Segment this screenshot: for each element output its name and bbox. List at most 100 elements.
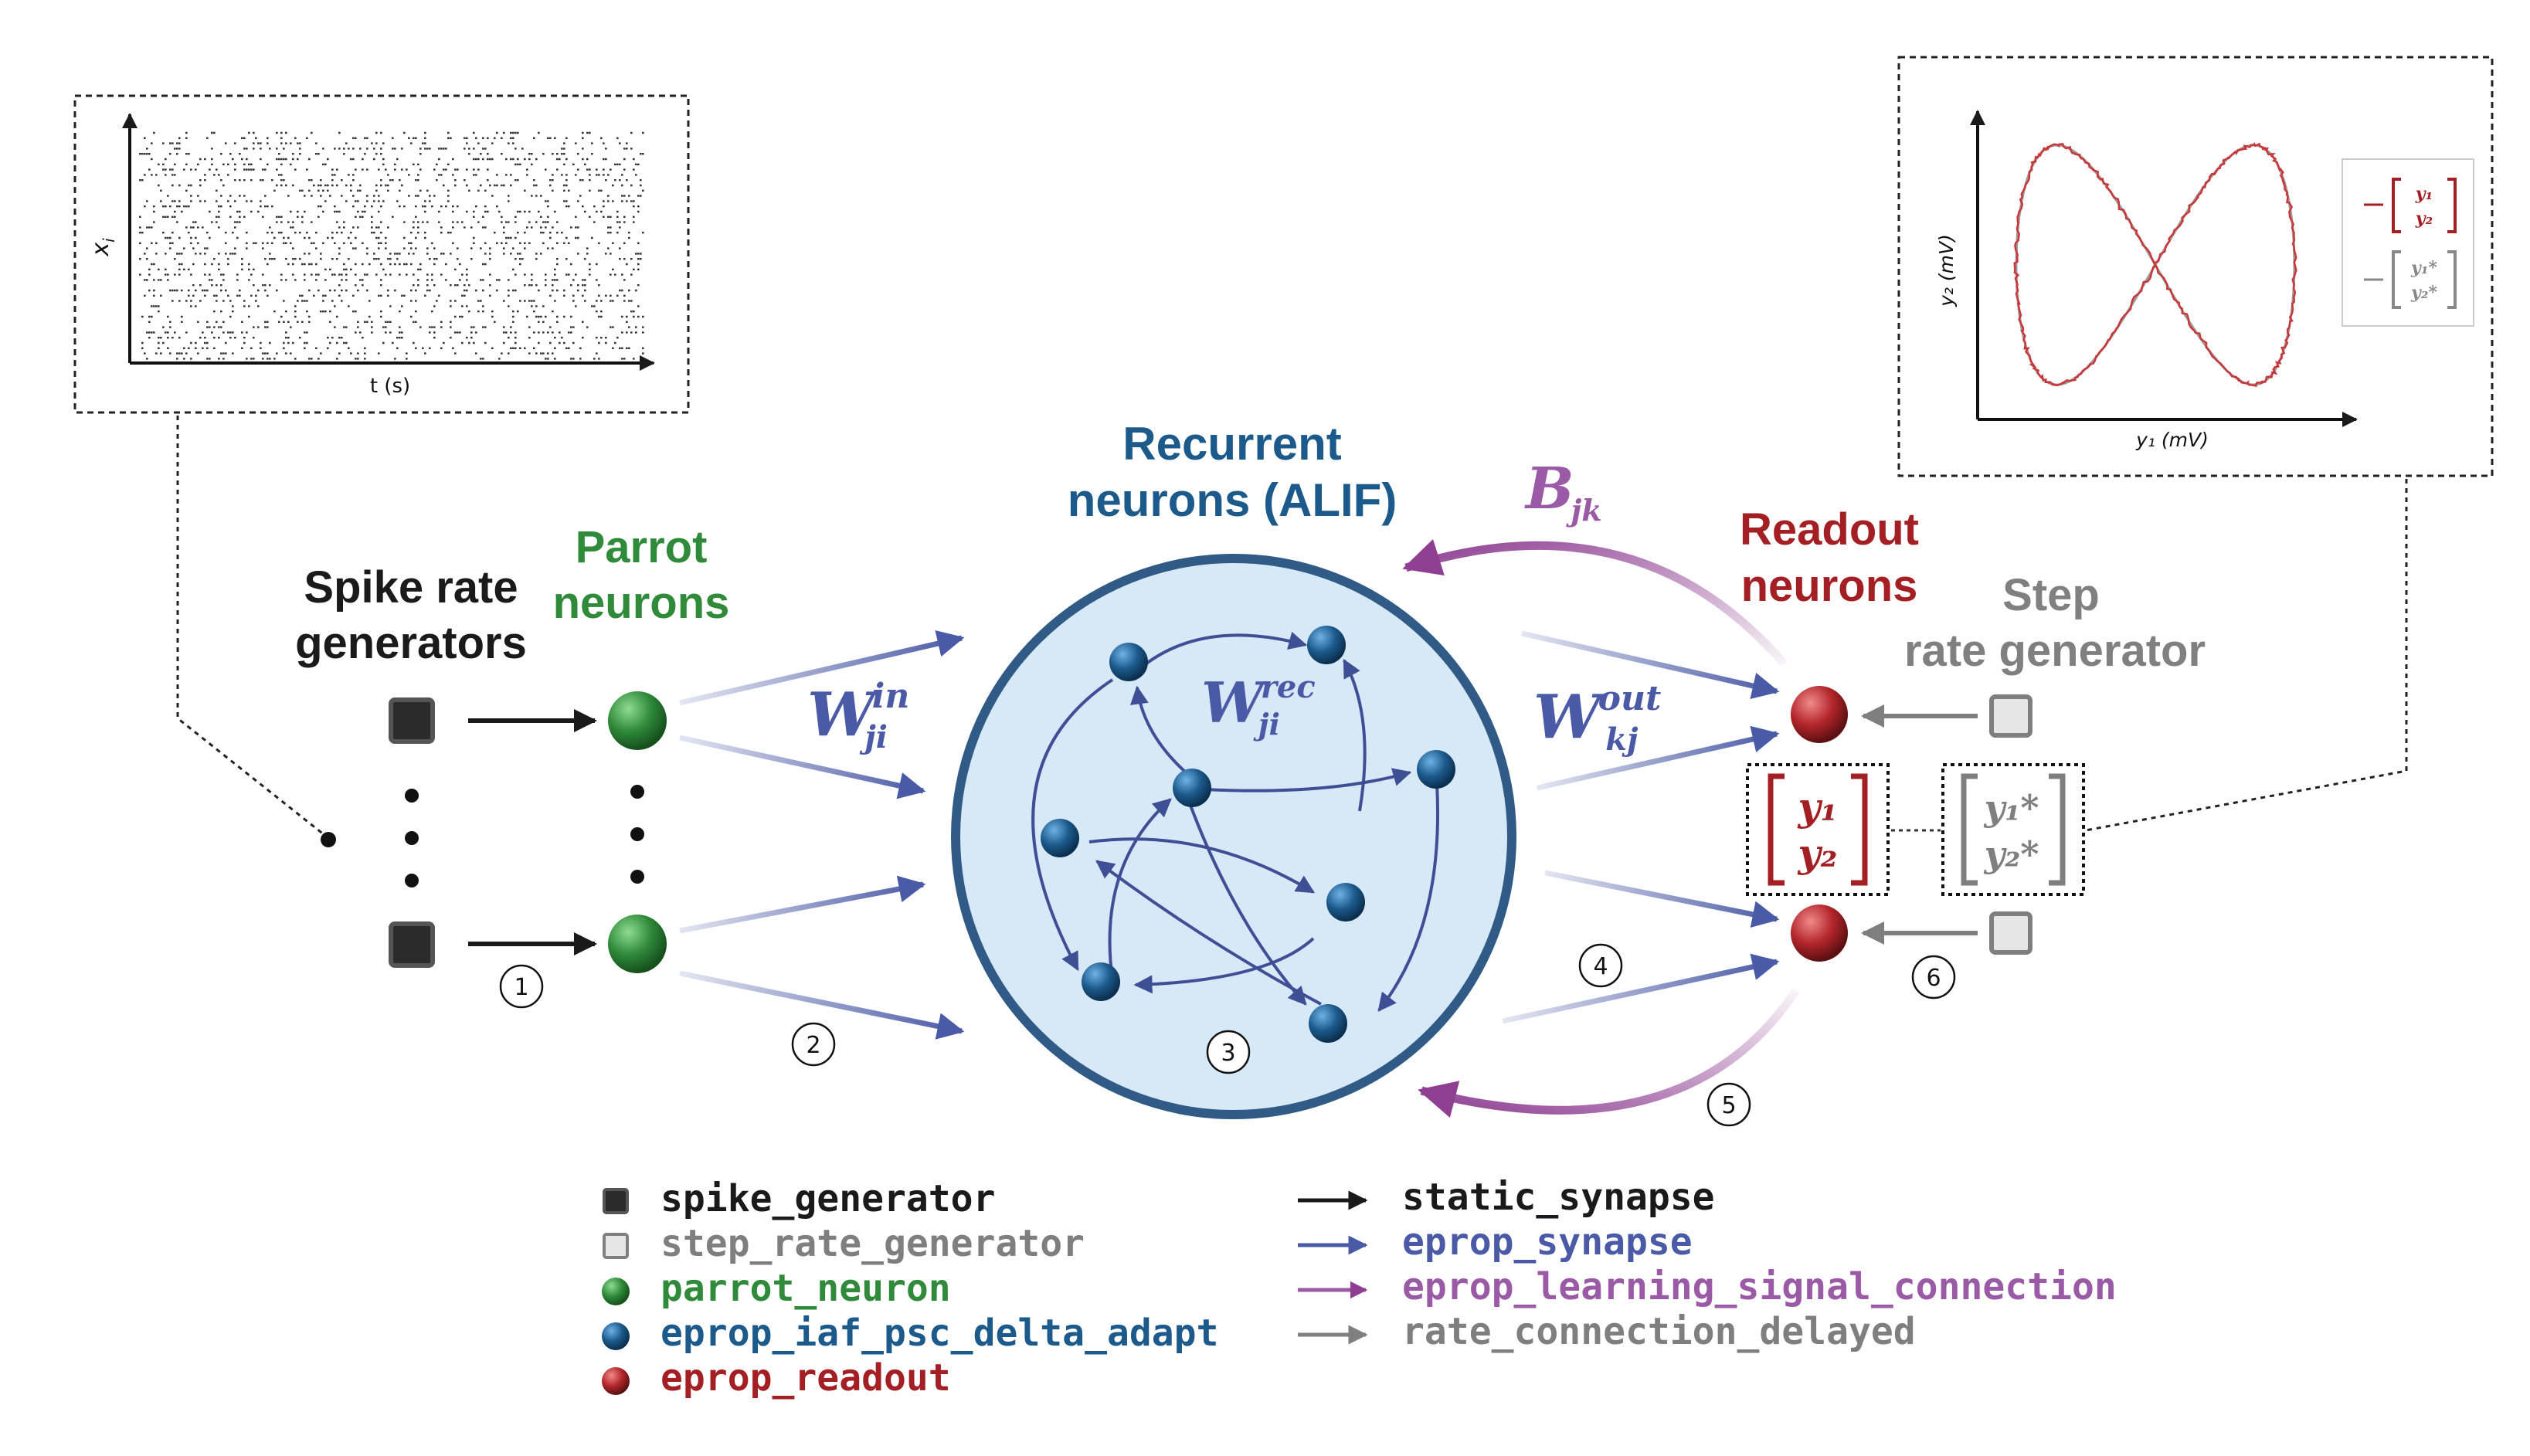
spike-generators-title-line2: generators — [295, 618, 527, 668]
target-vector-y2: y₂* — [1984, 833, 2039, 875]
output-vector-brackets — [1768, 773, 1868, 886]
raster-plot: t (s) xi — [73, 94, 690, 414]
raster-plot-frame — [73, 94, 690, 414]
step-marker: 3 — [1206, 1030, 1251, 1074]
target-vector-y1: y₁* — [1984, 787, 2039, 829]
w-rec-base: W — [1201, 670, 1268, 735]
spike-generator-ellipsis-dot — [405, 874, 419, 888]
recurrent-neuron — [1082, 962, 1120, 1001]
legend-parrot-neuron-icon — [602, 1278, 630, 1305]
recurrent-neuron — [1109, 643, 1148, 681]
parrot-ellipsis-dot — [630, 870, 644, 884]
legend-rate-connection-label: rate_connection_delayed — [1402, 1310, 1916, 1353]
step-rate-generator-bottom — [1989, 911, 2032, 955]
lissajous-legend-box — [2342, 158, 2474, 327]
legend-parrot-neuron-label: parrot_neuron — [661, 1267, 951, 1310]
lissajous-x-label: y₁ (mV) — [2135, 429, 2209, 451]
parrot-ellipsis-dot — [630, 785, 644, 799]
spike-generators-title-line1: Spike rate — [304, 562, 518, 613]
output-vector-y2: y₂ — [1798, 830, 1838, 876]
step-marker: 5 — [1706, 1082, 1751, 1127]
eprop-input-synapse — [679, 875, 926, 934]
readout-title-line1: Readout — [1740, 504, 1919, 555]
step-marker: 4 — [1578, 943, 1623, 988]
learning-signal-arrow-top — [1402, 538, 1788, 667]
recurrent-neuron — [1309, 1004, 1347, 1043]
spike-generator-top — [389, 697, 435, 744]
step-marker-text: 1 — [514, 974, 528, 1001]
legend-static-synapse-label: static_synapse — [1402, 1176, 1715, 1219]
svg-text:xi: xi — [87, 238, 118, 257]
legend-edges: static_synapse eprop_synapse eprop_learn… — [1298, 1176, 2117, 1353]
recurrent-neuron — [1417, 750, 1455, 789]
legend-recurrent-neuron-icon — [602, 1322, 630, 1350]
lissajous-legend-target-top: y₁* — [2410, 258, 2437, 278]
recurrent-neuron — [1173, 769, 1211, 807]
w-in-sub: ji — [859, 719, 888, 755]
w-out-sup: out — [1598, 679, 1662, 718]
step-marker-text: 6 — [1926, 965, 1941, 992]
recurrent-neuron — [1307, 626, 1346, 664]
raster-connector-dot — [321, 832, 336, 847]
eprop-output-synapse — [1544, 870, 1780, 928]
eprop-output-synapse — [1502, 953, 1780, 1024]
raster-x-label: t (s) — [370, 375, 410, 398]
raster-y-label: x — [87, 243, 114, 257]
target-vector-brackets — [1961, 773, 2066, 886]
lissajous-connector — [2085, 479, 2408, 832]
recurrent-neuron — [1041, 819, 1079, 857]
lissajous-legend-output: y₁ y₂ — [2364, 178, 2457, 233]
step-marker-text: 3 — [1221, 1040, 1235, 1067]
recurrent-title-line2: neurons (ALIF) — [1068, 474, 1397, 526]
raster-y-label-group: xi — [87, 238, 118, 257]
w-out-sub: kj — [1605, 721, 1639, 758]
eprop-input-synapse — [679, 630, 965, 706]
readout-title-line2: neurons — [1741, 561, 1918, 611]
parrot-neuron-bottom — [608, 915, 667, 973]
b-jk-label: Bjk — [1524, 456, 1602, 528]
legend-readout-neuron-label: eprop_readout — [661, 1356, 951, 1400]
step-marker: 6 — [1911, 955, 1956, 1000]
lissajous-legend-output-top: y₁ — [2415, 184, 2433, 204]
legend-nodes: spike_generator step_rate_generator parr… — [602, 1177, 1218, 1400]
parrot-title-line2: neurons — [553, 578, 730, 628]
parrot-title-line1: Parrot — [576, 522, 708, 572]
step-marker-text: 4 — [1593, 953, 1608, 980]
step-marker: 1 — [499, 964, 544, 1009]
w-out-base: W — [1533, 682, 1607, 752]
legend-spike-generator-icon — [603, 1188, 629, 1214]
step-title-line1: Step — [2002, 570, 2100, 620]
parrot-ellipsis-dot — [630, 827, 644, 841]
lissajous-legend-output-bottom: y₂ — [2415, 209, 2433, 229]
step-marker-text: 5 — [1721, 1092, 1736, 1119]
lissajous-plot: y₁ (mV) y₂ (mV) y₁ y₂ y₁* y₂* — [1897, 56, 2494, 477]
legend-learning-signal-label: eprop_learning_signal_connection — [1402, 1265, 2117, 1308]
step-rate-generator-top — [1989, 694, 2032, 738]
learning-signal-arrow-bottom — [1418, 987, 1800, 1118]
legend-step-rate-generator-icon — [603, 1233, 629, 1259]
w-in-base: W — [807, 680, 881, 750]
recurrent-connections — [1031, 631, 1440, 1012]
step-marker-text: 2 — [806, 1032, 820, 1059]
eprop-input-synapse — [679, 970, 965, 1040]
spike-generator-bottom — [389, 921, 435, 968]
legend-step-rate-generator-label: step_rate_generator — [661, 1222, 1085, 1265]
output-vector-y1: y₁ — [1798, 784, 1838, 830]
spike-generator-ellipsis-dot — [405, 831, 419, 845]
raster-y-label-sub: i — [100, 238, 118, 243]
w-in-sup: in — [872, 677, 910, 716]
lissajous-legend-target-bottom: y₂* — [2410, 283, 2437, 303]
eprop-input-synapse — [679, 735, 926, 799]
spike-generator-ellipsis-dot — [405, 789, 419, 803]
step-title-line2: rate generator — [1904, 626, 2206, 676]
parrot-neuron-top — [608, 691, 667, 750]
legend-spike-generator-label: spike_generator — [661, 1177, 995, 1220]
raster-spikes — [139, 131, 644, 360]
w-rec-sup: rec — [1261, 669, 1316, 705]
legend-recurrent-neuron-label: eprop_iaf_psc_delta_adapt — [661, 1312, 1218, 1355]
b-jk-sub: jk — [1566, 493, 1602, 528]
b-jk-base: B — [1524, 456, 1574, 522]
